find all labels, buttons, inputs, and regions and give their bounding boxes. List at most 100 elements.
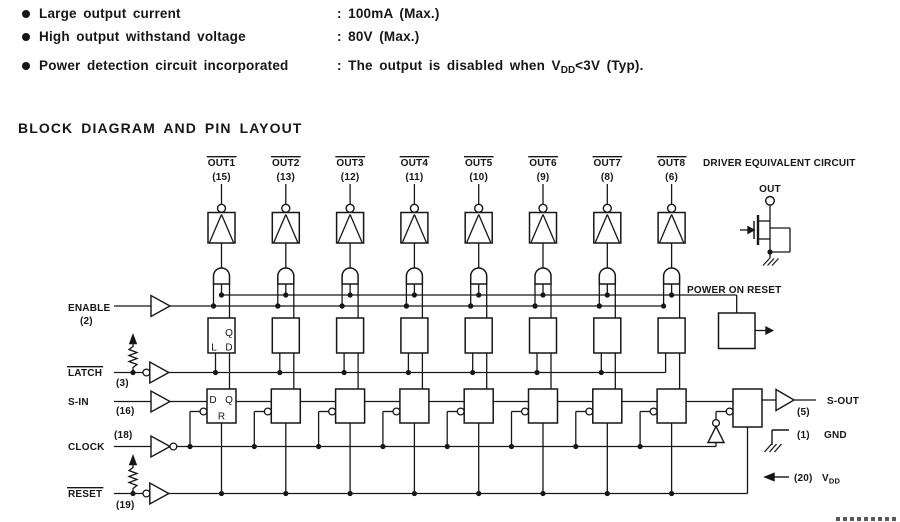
driver-triangle xyxy=(208,214,223,243)
reset-label: RESET xyxy=(68,489,102,500)
driver-cell xyxy=(657,211,686,244)
buffer-triangle xyxy=(150,389,172,414)
latch-cell xyxy=(207,317,236,354)
ff-cell xyxy=(334,388,366,424)
driver-out-terminal xyxy=(765,195,776,206)
driver-triangle xyxy=(337,214,351,243)
and-gate xyxy=(341,267,359,285)
out-pin-number: (6) xyxy=(665,172,678,183)
latch-label: LATCH xyxy=(68,368,102,379)
feature-value: : 80V (Max.) xyxy=(337,29,419,47)
feature-value: : 100mA (Max.) xyxy=(337,6,440,24)
driver-triangle xyxy=(466,214,480,243)
feature-item: Large output current : 100mA (Max.) xyxy=(22,6,440,24)
and-gate xyxy=(469,267,488,285)
feature-value-text: : 80V (Max.) xyxy=(337,29,420,44)
ff-cell xyxy=(527,388,559,424)
driver-cell xyxy=(464,211,493,244)
out-pin-number: (8) xyxy=(601,172,614,183)
por-arrow xyxy=(765,326,775,335)
pullup-resistor xyxy=(127,464,139,494)
latch-q-label: Q xyxy=(225,328,233,339)
latch-cell xyxy=(400,317,429,354)
and-gate xyxy=(534,267,552,285)
driver-cell xyxy=(207,211,236,244)
enable-pin: (2) xyxy=(80,316,93,327)
clock-label: CLOCK xyxy=(68,442,105,453)
ff-q-label: Q xyxy=(225,395,233,406)
s-in-label: S-IN xyxy=(68,397,89,408)
buffer-triangle xyxy=(150,434,172,459)
latch-pin: (3) xyxy=(116,378,129,389)
bullet-icon xyxy=(22,33,30,41)
driver-output-bubble xyxy=(409,203,420,214)
inversion-bubble xyxy=(169,442,178,451)
feature-value-text: : 100mA (Max.) xyxy=(337,6,440,21)
power-on-reset-label: POWER ON RESET xyxy=(687,285,781,296)
inversion-bubble xyxy=(520,407,530,416)
ff-r-label: R xyxy=(218,412,225,423)
out-pin-label: OUT6 xyxy=(529,158,557,169)
feature-label: Power detection circuit incorporated xyxy=(39,58,289,73)
ff-cell xyxy=(592,388,623,424)
out-pin-label: OUT5 xyxy=(465,158,493,169)
clipped-footer-artifact xyxy=(836,517,896,521)
and-gate xyxy=(405,267,424,285)
junction-dot xyxy=(130,490,136,497)
buffer-triangle xyxy=(149,481,171,506)
inversion-bubble xyxy=(142,489,151,498)
driver-triangle xyxy=(413,214,427,243)
clock-pin: (18) xyxy=(114,430,133,441)
vdd-pin: (20) xyxy=(794,473,813,484)
clock-inverter xyxy=(706,424,726,444)
driver-cell xyxy=(271,211,301,244)
gnd-symbol xyxy=(774,443,782,453)
out-pin-number: (11) xyxy=(405,172,423,183)
out-pin-label: OUT2 xyxy=(272,158,300,169)
driver-triangle xyxy=(530,214,544,243)
feature-label: High output withstand voltage xyxy=(39,29,246,44)
gnd-pin: (1) xyxy=(797,430,810,441)
feature-item: High output withstand voltage : 80V (Max… xyxy=(22,29,419,47)
buffer-triangle xyxy=(150,294,172,318)
driver-triangle xyxy=(542,214,556,243)
driver-triangle xyxy=(220,214,235,243)
and-gate xyxy=(212,267,231,285)
feature-value-text: <3V (Typ). xyxy=(575,58,644,73)
driver-triangle xyxy=(478,214,492,243)
out-pin-number: (12) xyxy=(341,172,360,183)
driver-out-label: OUT xyxy=(759,184,781,195)
driver-output-bubble xyxy=(216,203,227,214)
ff-cell xyxy=(206,388,237,424)
s-in-pin: (16) xyxy=(116,406,135,417)
junction-dot xyxy=(130,369,136,376)
driver-triangle xyxy=(401,214,415,243)
inversion-bubble xyxy=(585,407,594,416)
driver-equivalent-circuit-title: DRIVER EQUIVALENT CIRCUIT xyxy=(703,158,856,169)
driver-cell xyxy=(593,211,622,244)
latch-cell xyxy=(335,317,365,354)
driver-output-bubble xyxy=(474,203,484,214)
out-pin-label: OUT1 xyxy=(208,158,236,169)
pullup-arrow xyxy=(128,333,138,345)
out-pin-label: OUT4 xyxy=(401,158,429,169)
out-pin-number: (10) xyxy=(469,172,488,183)
vdd-arrow xyxy=(763,472,775,482)
inversion-bubble xyxy=(456,407,465,416)
driver-output-bubble xyxy=(345,203,355,214)
out-pin-label: OUT7 xyxy=(594,158,622,169)
latch-cell xyxy=(593,317,622,354)
gnd-symbol xyxy=(767,258,775,266)
ff-cell xyxy=(270,388,302,424)
driver-output-bubble xyxy=(666,203,677,214)
driver-triangle xyxy=(606,214,620,243)
driver-triangle xyxy=(273,214,287,243)
bullet-icon xyxy=(22,10,30,18)
inversion-bubble xyxy=(392,407,401,416)
latch-d-label: D xyxy=(225,343,232,354)
ff-cell xyxy=(399,388,430,424)
ff-d-label: D xyxy=(209,395,216,406)
inversion-bubble xyxy=(263,407,272,416)
